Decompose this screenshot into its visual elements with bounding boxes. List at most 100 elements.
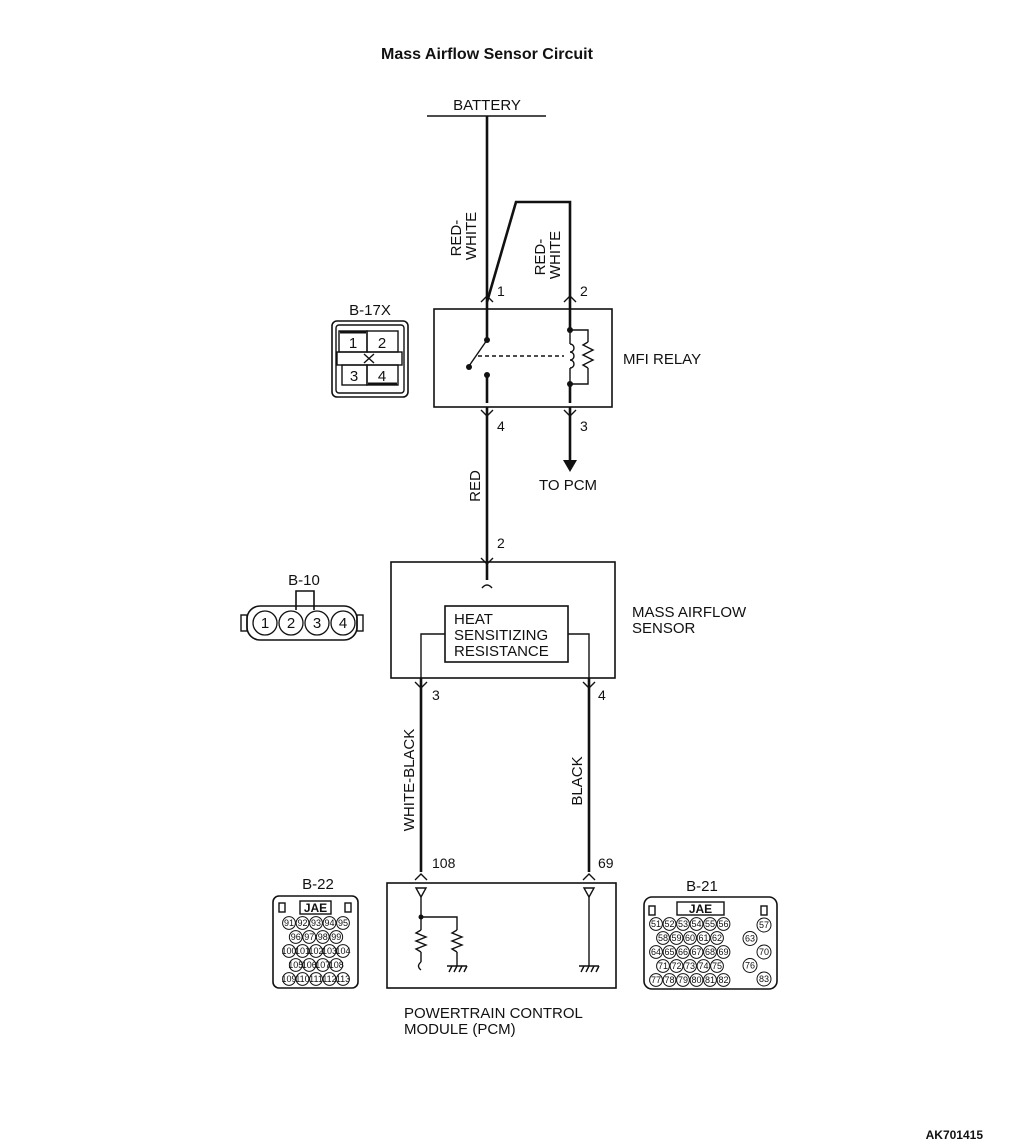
- wire-label-line: RED-: [448, 220, 465, 257]
- b21-pin-label: 59: [671, 933, 681, 943]
- b21-pin-circle: [676, 973, 690, 987]
- b21-pin-label: 79: [678, 975, 688, 985]
- b22-pin-circle: [288, 958, 303, 972]
- b21-maker: JAE: [689, 902, 712, 916]
- relay-switch: [466, 302, 564, 403]
- b22-pin-circle: [282, 916, 296, 930]
- wire-label-red-white-2: RED- WHITE: [532, 231, 564, 279]
- b21-side-pin-label: 83: [759, 974, 769, 984]
- b21-pin-label: 71: [658, 961, 668, 971]
- b22-pin-circle: [309, 972, 323, 986]
- b22-pin-label: 109: [281, 974, 296, 984]
- b22-pin-circle: [295, 972, 310, 986]
- b22-pin-label: 105: [288, 960, 303, 970]
- b21-pin-label: 74: [698, 961, 708, 971]
- b21-pin-circle: [689, 973, 704, 987]
- b22-pin-circle: [322, 916, 337, 930]
- b21-pin-label: 69: [718, 947, 728, 957]
- b21-pin-label: 82: [718, 975, 728, 985]
- battery-label: BATTERY: [453, 97, 521, 114]
- connector-b17x: B-17X 1 2 3 4: [331, 302, 409, 398]
- b21-side-pin-circle: [742, 958, 758, 973]
- b21-side-pin-circle: [756, 917, 772, 933]
- b10-pin-circle: [330, 610, 356, 636]
- b21-pin-label: 78: [664, 975, 674, 985]
- b21-pin-circle: [710, 959, 724, 973]
- connector-b21-name: B-21: [686, 878, 718, 895]
- b21-side-pin-label: 70: [759, 947, 769, 957]
- b21-pin-circle: [710, 931, 724, 945]
- b21-pin-circle: [649, 945, 663, 959]
- b10-pin-circle: [304, 610, 330, 636]
- connector-b10-name: B-10: [288, 572, 320, 589]
- b22-pin-circle: [302, 930, 317, 944]
- label-line: HEAT: [454, 611, 493, 628]
- b21-pin-label: 60: [685, 933, 695, 943]
- b21-pin-circle: [669, 959, 684, 973]
- b21-pin-circle: [669, 931, 684, 945]
- b22-pin-circle: [282, 972, 296, 986]
- b21-pin-circle: [662, 945, 677, 959]
- b21-pin-circle: [716, 917, 731, 931]
- b22-pin-label: 100: [281, 946, 296, 956]
- b22-pin-label: 103: [322, 946, 337, 956]
- b10-pin-circle: [252, 610, 278, 636]
- b22-pin-circle: [309, 944, 323, 958]
- b21-pin-label: 68: [705, 947, 715, 957]
- b22-pin-circle: [336, 972, 350, 986]
- wire-label-red-white-1: RED- WHITE: [448, 212, 480, 260]
- wire-label-red: RED: [467, 470, 484, 502]
- mass-airflow-sensor-label: MASS AIRFLOW SENSOR: [632, 604, 750, 637]
- b22-pin-label: 112: [322, 974, 336, 984]
- b22-pin-label: 108: [329, 960, 344, 970]
- b22-pin-label: 102: [308, 946, 323, 956]
- b22-pin-circle: [329, 958, 344, 972]
- b17x-pin: 2: [378, 335, 386, 352]
- relay-pin-3: 3: [580, 418, 588, 434]
- diagram-title: Mass Airflow Sensor Circuit: [381, 46, 594, 63]
- b21-pin-label: 52: [664, 919, 674, 929]
- sensor-pin-3: 3: [432, 687, 440, 703]
- b21-pin-circle: [703, 945, 717, 959]
- b21-pin-label: 58: [658, 933, 668, 943]
- pin-tick: [480, 557, 494, 565]
- b17x-pin: 3: [350, 368, 358, 385]
- b21-pin-label: 66: [678, 947, 688, 957]
- b22-pin-label: 110: [295, 974, 309, 984]
- connector-b22-name: B-22: [302, 876, 334, 893]
- relay-pin-1: 1: [497, 283, 505, 299]
- relay-coil: [567, 302, 595, 403]
- connector-b17x-name: B-17X: [349, 302, 391, 319]
- b21-pin-circle: [683, 931, 697, 945]
- b21-pin-label: 53: [678, 919, 688, 929]
- b17x-pin: 4: [378, 368, 386, 385]
- wire-label-line: WHITE: [547, 231, 564, 279]
- b22-pin-circle: [282, 944, 296, 958]
- pcm-pin-108: 108: [432, 855, 456, 871]
- b17x-pin: 1: [349, 335, 357, 352]
- b21-pin-label: 80: [691, 975, 701, 985]
- b21-pin-circle: [696, 931, 711, 945]
- b21-pin-label: 77: [651, 975, 661, 985]
- b22-pin-label: 96: [291, 932, 301, 942]
- b22-pin-circle: [302, 958, 317, 972]
- b21-pin-label: 54: [691, 919, 701, 929]
- b22-pin-label: 97: [304, 932, 314, 942]
- b22-pin-circle: [336, 944, 350, 958]
- b10-pin-label: 1: [261, 615, 269, 632]
- b21-side-pin-label: 63: [745, 934, 755, 944]
- b10-pin-circle: [278, 610, 304, 636]
- sensor-pin-2: 2: [497, 535, 505, 551]
- b21-pin-label: 75: [712, 961, 722, 971]
- b22-pin-label: 104: [335, 946, 350, 956]
- mass-airflow-sensor-box: [390, 561, 616, 679]
- b21-pin-circle: [703, 973, 717, 987]
- b21-pin-label: 51: [651, 919, 661, 929]
- b21-pin-circle: [662, 917, 677, 931]
- b21-pin-label: 65: [664, 947, 674, 957]
- b10-pin-label: 2: [287, 615, 295, 632]
